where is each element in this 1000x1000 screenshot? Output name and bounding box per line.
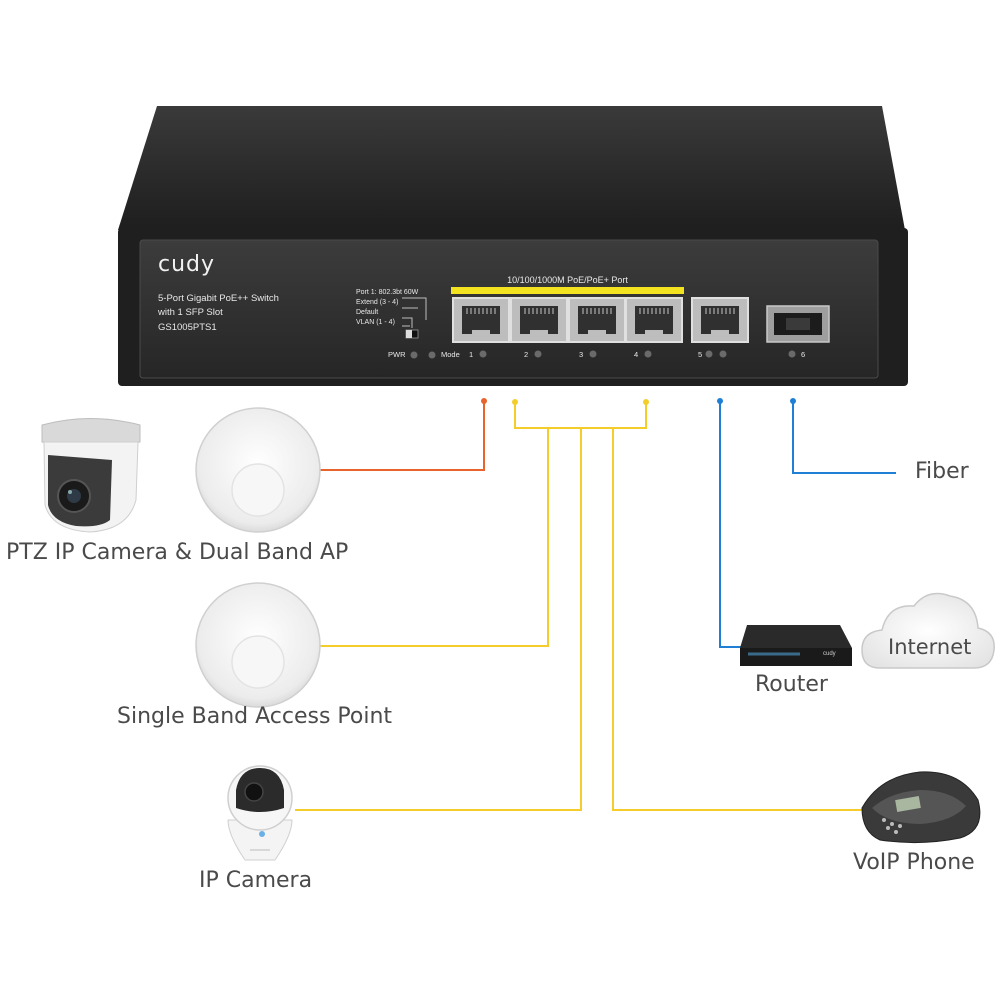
poe-banner-bar [451, 287, 684, 294]
port-2-led [534, 350, 542, 358]
port-5-led [705, 350, 713, 358]
rj45-port-1 [452, 297, 510, 343]
single-band-ap-icon [195, 582, 321, 708]
voip-phone-icon [861, 771, 981, 844]
dip-label-1: Port 1: 802.3bt 60W [356, 289, 419, 296]
single-ap-link [320, 428, 549, 647]
port-number-3: 3 [579, 350, 584, 359]
fiber-label: Fiber [915, 459, 969, 484]
poe-banner-label: 10/100/1000M PoE/PoE+ Port [507, 275, 628, 285]
rj45-port-2 [510, 297, 568, 343]
port-5-led-b [719, 350, 727, 358]
dip-label-3: Default [356, 309, 379, 316]
rj45-port-3 [568, 297, 626, 343]
mode-led [428, 351, 436, 359]
internet-cloud-icon [861, 592, 995, 669]
router-icon [740, 625, 852, 666]
port-number-6: 6 [801, 350, 806, 359]
dip-label-2: Extend (3 - 4) [356, 299, 399, 306]
mode-label: Mode [441, 350, 460, 359]
router-link [719, 401, 741, 648]
port-number-4: 4 [634, 350, 639, 359]
sfp-port-6 [766, 305, 830, 343]
port-number-5: 5 [698, 350, 703, 359]
port-3-led [589, 350, 597, 358]
internet-label: Internet [888, 635, 972, 659]
port-6-led [788, 350, 796, 358]
ptz-camera-dual-band-ap-label: PTZ IP Camera & Dual Band AP [6, 540, 349, 565]
poe-plus-plus-link [319, 398, 487, 471]
dip-label-4: VLAN (1 - 4) [356, 319, 395, 326]
single-band-ap-label: Single Band Access Point [117, 704, 393, 729]
router-brand-logo: cudy [823, 651, 836, 657]
poe-link-bundle [295, 399, 865, 811]
switch-top-panel [118, 106, 905, 230]
switch-model-id: GS1005PTS1 [158, 322, 217, 333]
voip-phone-label: VoIP Phone [853, 850, 975, 875]
ip-camera-link [295, 428, 582, 811]
port-1-led [479, 350, 487, 358]
pwr-led [410, 351, 418, 359]
dual-band-ap-icon [195, 407, 321, 533]
rj45-port-4 [625, 297, 683, 343]
rj45-port-5 [691, 297, 749, 343]
port-number-2: 2 [524, 350, 529, 359]
pwr-label: PWR [388, 350, 406, 359]
fiber-link [792, 401, 896, 474]
poe-switch [118, 106, 908, 386]
port-number-1: 1 [469, 350, 474, 359]
router-label: Router [755, 672, 828, 697]
switch-model-line-1: 5-Port Gigabit PoE++ Switch [158, 293, 279, 304]
switch-brand-logo: cudy [158, 252, 216, 277]
uplink-lines [717, 398, 896, 648]
voip-link [612, 428, 865, 811]
switch-model-line-2: with 1 SFP Slot [158, 307, 223, 318]
ip-camera-icon [227, 765, 293, 861]
port-4-led [644, 350, 652, 358]
ip-camera-label: IP Camera [199, 868, 313, 893]
dip-switch [402, 297, 427, 339]
ptz-camera-icon [41, 418, 141, 533]
